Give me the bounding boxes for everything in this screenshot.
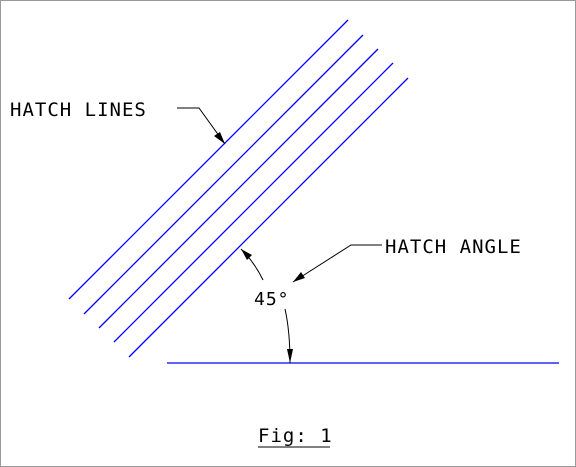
hatch-lines-label: HATCH LINES	[10, 99, 147, 121]
figure-caption: Fig: 1	[258, 425, 333, 448]
arc-arrowhead-upper	[241, 249, 252, 260]
angle-value-label: 45°	[254, 289, 290, 310]
hatch-angle-leader	[292, 244, 382, 283]
hatch-line	[83, 34, 364, 315]
leader-arrowhead	[293, 272, 305, 282]
arc-arrowhead-lower	[287, 349, 293, 363]
figure-caption-text: Fig: 1	[258, 425, 333, 447]
angle-dimension	[240, 248, 293, 364]
hatch-line	[98, 48, 379, 329]
hatch-lines-group	[68, 19, 409, 358]
hatch-line	[128, 77, 409, 358]
hatch-angle-label: HATCH ANGLE	[385, 236, 522, 258]
hatch-line	[113, 62, 394, 343]
leader-arrowhead	[214, 132, 225, 144]
hatch-lines-leader	[177, 107, 226, 145]
hatch-line	[68, 19, 349, 300]
